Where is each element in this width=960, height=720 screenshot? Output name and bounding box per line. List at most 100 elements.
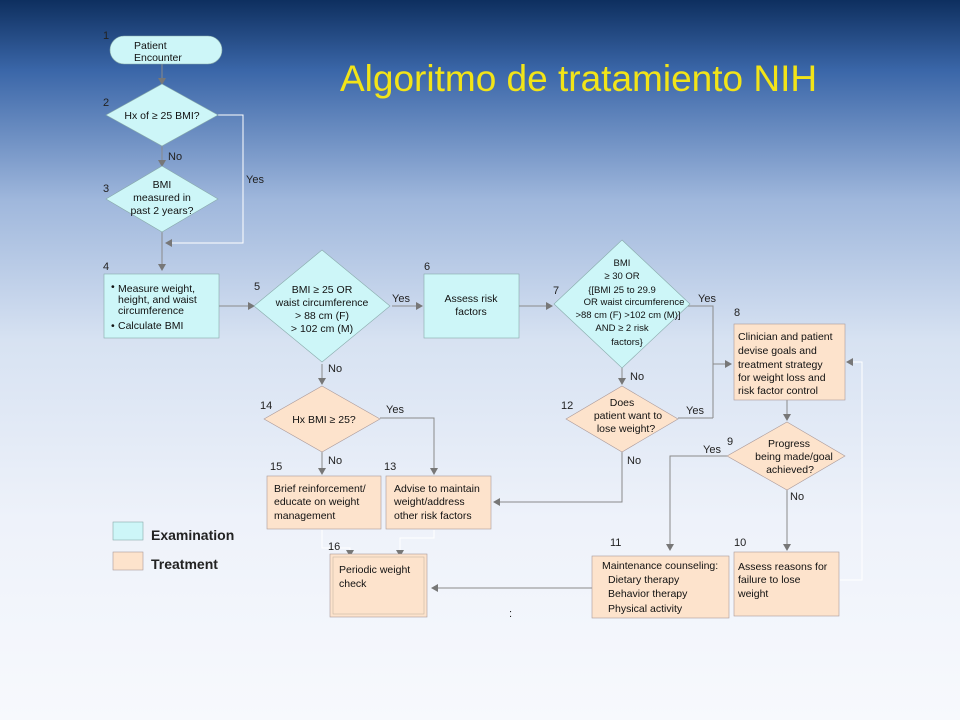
svg-text:Yes: Yes (698, 293, 716, 305)
svg-text:No: No (630, 371, 644, 383)
svg-text:height, and waist: height, and waist (118, 294, 197, 306)
node-clinician: Clinician and patient devise goals and t… (733, 323, 846, 401)
node-does-patient: Does patient want to lose weight? (565, 385, 679, 453)
legend: Examination Treatment (112, 521, 234, 572)
svg-text:educate on weight: educate on weight (274, 496, 359, 508)
svg-text:Progress: Progress (768, 438, 810, 450)
svg-text:being made/goal: being made/goal (755, 451, 833, 463)
svg-text:11: 11 (610, 537, 621, 549)
svg-text:Hx BMI ≥ 25?: Hx BMI ≥ 25? (292, 414, 356, 426)
svg-text:1: 1 (103, 30, 109, 42)
svg-text:•: • (111, 320, 115, 332)
svg-text:failure to lose: failure to lose (738, 574, 801, 586)
svg-text:check: check (339, 578, 367, 590)
svg-text:other risk factors: other risk factors (394, 510, 472, 522)
svg-text:6: 6 (424, 261, 430, 273)
node-maintenance: Maintenance counseling: Dietary therapy … (591, 555, 730, 619)
svg-text:Yes: Yes (246, 174, 264, 186)
node-bmi-measured: BMI measured in past 2 years? (105, 165, 219, 233)
svg-text:Yes: Yes (703, 444, 721, 456)
svg-text:Hx of ≥ 25 BMI?: Hx of ≥ 25 BMI? (124, 110, 199, 122)
svg-text:> 88 cm (F): > 88 cm (F) (295, 310, 349, 322)
svg-text:Measure weight,: Measure weight, (118, 283, 195, 295)
edge-13-16 (396, 530, 435, 557)
svg-text:management: management (274, 510, 335, 522)
svg-text:14: 14 (260, 400, 272, 412)
svg-text:treatment strategy: treatment strategy (738, 359, 823, 371)
edge-9-11 (666, 455, 727, 551)
svg-text:patient want to: patient want to (594, 410, 662, 422)
svg-text:BMI: BMI (614, 258, 631, 269)
svg-text:3: 3 (103, 183, 109, 195)
svg-text:Yes: Yes (386, 404, 404, 416)
svg-text:8: 8 (734, 307, 740, 319)
svg-text:9: 9 (727, 436, 733, 448)
node-assess-reasons: Assess reasons for failure to lose weigh… (733, 551, 840, 617)
svg-text:circumference: circumference (118, 305, 184, 317)
svg-text:factors}: factors} (611, 337, 643, 348)
svg-text:Does: Does (610, 397, 635, 409)
svg-text:Brief reinforcement/: Brief reinforcement/ (274, 483, 366, 495)
node-progress: Progress being made/goal achieved? (726, 421, 846, 491)
svg-text:lose weight?: lose weight? (597, 423, 656, 435)
svg-text:Periodic weight: Periodic weight (339, 564, 410, 576)
svg-text:measured in: measured in (133, 192, 191, 204)
svg-text:5: 5 (254, 281, 260, 293)
svg-text:No: No (790, 491, 804, 503)
svg-text:factors: factors (455, 306, 487, 318)
svg-text:Yes: Yes (392, 293, 410, 305)
svg-text:weight/address: weight/address (393, 496, 465, 508)
svg-text:Yes: Yes (686, 405, 704, 417)
edge-7-8 (688, 305, 732, 368)
svg-text:devise goals and: devise goals and (738, 345, 817, 357)
edge-2-4 (165, 114, 244, 247)
node-measure: • Measure weight, height, and waist circ… (103, 273, 220, 339)
svg-text:Clinician and patient: Clinician and patient (738, 331, 833, 343)
step-numbers: 1 2 3 4 5 6 7 8 9 10 11 12 13 14 15 16 (103, 30, 746, 553)
svg-text:13: 13 (384, 461, 396, 473)
svg-text:16: 16 (328, 541, 340, 553)
footnote: : (509, 608, 512, 620)
svg-text:BMI ≥ 25 OR: BMI ≥ 25 OR (292, 284, 353, 296)
svg-text:AND ≥ 2 risk: AND ≥ 2 risk (595, 323, 648, 334)
svg-text:Advise to maintain: Advise to maintain (394, 483, 480, 495)
edge-10-8 (840, 358, 863, 581)
svg-text:Calculate BMI: Calculate BMI (118, 320, 183, 332)
node-bmi30: BMI ≥ 30 OR {[BMI 25 to 29.9 OR waist ci… (553, 239, 691, 369)
legend-treatment-label: Treatment (151, 556, 218, 572)
node-patient-encounter: Patient Encounter (109, 35, 223, 65)
node-hx-bmi-14: Hx BMI ≥ 25? (263, 385, 381, 453)
svg-text:2: 2 (103, 97, 109, 109)
edges (158, 64, 863, 592)
edge-15-16 (321, 530, 354, 557)
svg-text:BMI: BMI (153, 179, 172, 191)
svg-text:> 102 cm (M): > 102 cm (M) (291, 323, 353, 335)
svg-text:Assess risk: Assess risk (444, 293, 498, 305)
svg-text:>88 cm (F) >102 cm (M)]: >88 cm (F) >102 cm (M)] (575, 310, 680, 321)
svg-text:OR waist circumference: OR waist circumference (584, 297, 685, 308)
node-periodic: Periodic weight check (329, 553, 428, 618)
svg-text:Encounter: Encounter (134, 52, 182, 64)
svg-text:No: No (627, 455, 641, 467)
svg-text:Dietary therapy: Dietary therapy (608, 574, 680, 586)
edge-labels: No Yes Yes No Yes No Yes No Yes No Yes N… (168, 151, 804, 503)
svg-text:weight: weight (737, 588, 768, 600)
node-hx-bmi: Hx of ≥ 25 BMI? (105, 83, 219, 147)
legend-treatment-swatch (112, 551, 144, 571)
svg-text:Physical activity: Physical activity (608, 603, 683, 615)
edge-12-13 (493, 452, 623, 506)
edge-14-13 (380, 417, 438, 475)
legend-examination-label: Examination (151, 527, 234, 543)
svg-text:Patient: Patient (134, 40, 167, 52)
svg-text:No: No (328, 455, 342, 467)
node-assess-risk: Assess risk factors (423, 273, 520, 339)
svg-text:No: No (168, 151, 182, 163)
page-title: Algoritmo de tratamiento NIH (340, 58, 818, 99)
svg-text:•: • (111, 281, 115, 293)
svg-text:risk factor control: risk factor control (738, 385, 818, 397)
svg-text:7: 7 (553, 285, 559, 297)
svg-text:waist circumference: waist circumference (275, 297, 369, 309)
svg-text:12: 12 (561, 400, 573, 412)
svg-text:Maintenance counseling:: Maintenance counseling: (602, 560, 718, 572)
svg-text:Assess reasons for: Assess reasons for (738, 561, 828, 573)
